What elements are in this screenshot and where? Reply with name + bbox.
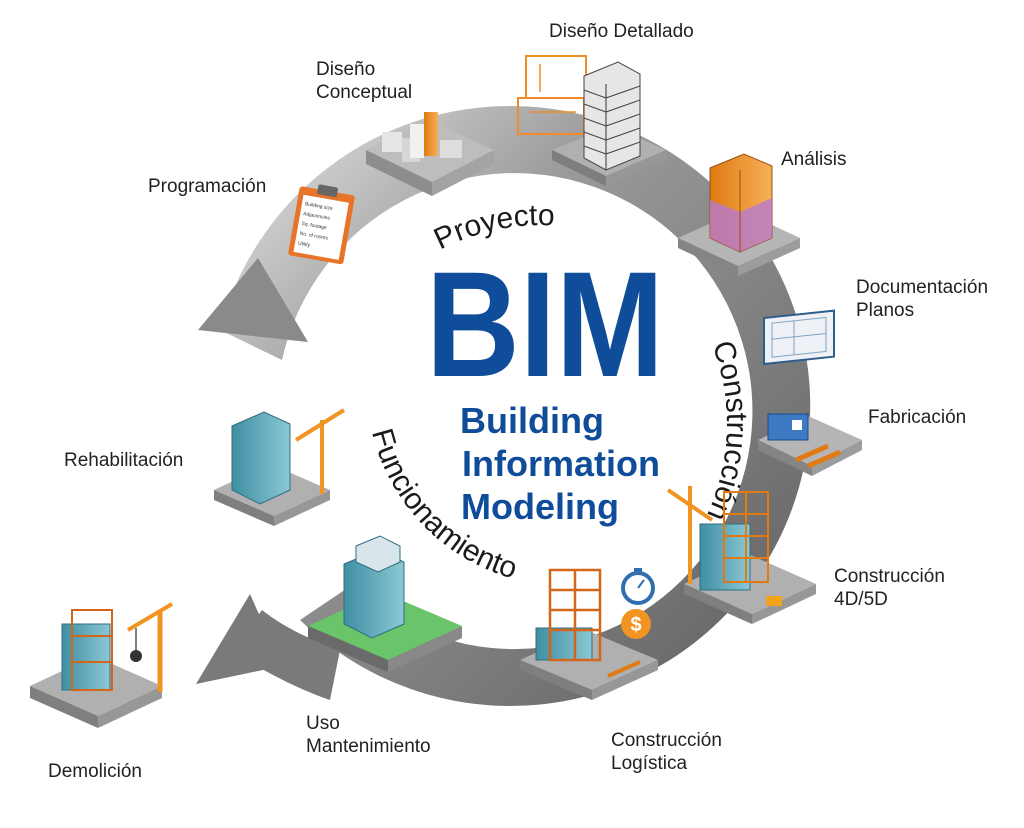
- stage-diseno-conceptual: Diseño Conceptual: [316, 59, 413, 103]
- analysis-tower-illustration: [678, 153, 800, 276]
- subtitle-information: Information: [462, 443, 660, 484]
- clipboard-item: Utility: [297, 241, 311, 249]
- stage-documentacion: Documentación Planos: [856, 277, 989, 321]
- clipboard-item: Sq. footage: [301, 221, 327, 231]
- construction-4d5d-illustration: [684, 491, 816, 624]
- clipboard-item: Adjacencies: [303, 211, 331, 222]
- stage-demolicion: Demolición: [48, 761, 142, 782]
- stage-construccion-4d5d: Construcción 4D/5D: [834, 566, 945, 610]
- stage-programacion: Programación: [148, 176, 267, 197]
- bim-acronym: BIM: [426, 240, 664, 408]
- ring-arrow-head: [198, 258, 308, 342]
- svg-text:$: $: [630, 614, 641, 636]
- clipboard-item: Building size: [304, 201, 333, 212]
- clipboard-item: No. of rooms: [299, 231, 329, 242]
- documentation-plans-illustration: [763, 309, 835, 366]
- stopwatch-icon: [621, 568, 655, 605]
- stage-fabricacion: Fabricación: [868, 407, 967, 428]
- demolition-building-illustration: [30, 609, 162, 728]
- construction-logistics-illustration: [520, 568, 658, 700]
- stage-uso-mantenimiento: Uso Mantenimiento: [306, 713, 431, 757]
- rehabilitation-building-illustration: [214, 411, 330, 526]
- conceptual-massing-illustration: [366, 112, 494, 196]
- subtitle-modeling: Modeling: [461, 486, 619, 527]
- stage-construccion-logistica: Construcción Logística: [611, 730, 722, 774]
- detailed-tower-illustration: [552, 61, 666, 186]
- coin-dollar-icon: $: [621, 609, 651, 639]
- lifecycle-ring: [196, 105, 811, 706]
- clipboard-icon: Building size Adjacencies Sq. footage No…: [288, 184, 355, 265]
- crane-icon: [666, 486, 714, 584]
- stage-diseno-detallado: Diseño Detallado: [549, 21, 694, 42]
- demolition-arrow-head: [196, 594, 282, 684]
- stage-rehabilitacion: Rehabilitación: [64, 450, 184, 471]
- center-block: BIM Building Information Modeling: [426, 240, 664, 527]
- maintenance-building-illustration: [308, 535, 462, 672]
- fabrication-illustration: [758, 413, 862, 476]
- crane-icon: [294, 408, 346, 494]
- crane-icon: [126, 602, 174, 692]
- subtitle-building: Building: [460, 400, 604, 441]
- stage-analisis: Análisis: [781, 149, 847, 170]
